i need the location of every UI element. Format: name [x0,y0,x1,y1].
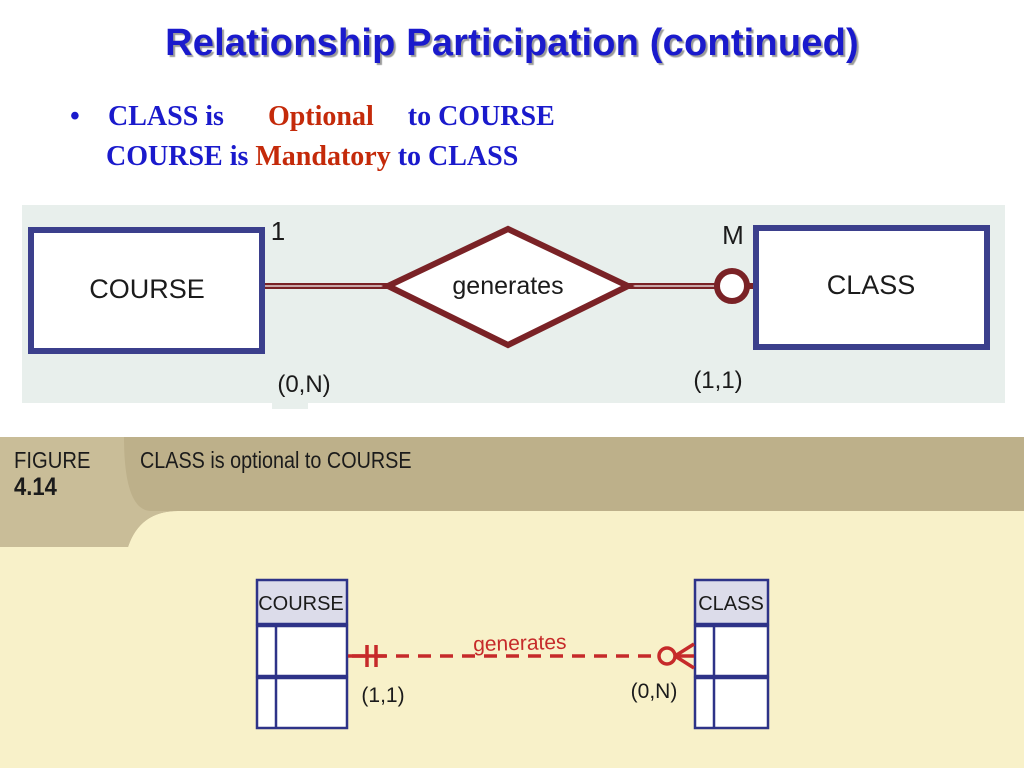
class-entity-box [753,225,990,350]
course-table-row-2 [255,676,349,730]
bullet-symbol: • [70,101,80,132]
crows-foot-bottom [674,654,695,670]
bullet-line-2: COURSE is Mandatory to CLASS [70,137,555,177]
bullet-line2-prefix: COURSE is [106,141,256,172]
course-table-label: COURSE [258,593,344,615]
class-table-header [693,578,770,626]
course-entity-label: COURSE [89,274,205,304]
chen-er-diagram: COURSE generates CLASS 1 M (0,N) (1,1) [22,205,1005,409]
crows-left-cardinality: (1,1) [361,684,404,707]
optional-circle-mark [657,646,677,666]
bullet-line1-suffix: to COURSE [407,101,555,132]
left-participation-label: (0,N) [277,371,330,398]
figure-label: FIGURE 4.14 [14,447,90,501]
left-cardinality-label: 1 [271,216,285,246]
class-table-label: CLASS [698,593,764,615]
figure-caption: CLASS is optional to COURSE [140,447,412,473]
crows-right-cardinality: (0,N) [631,680,678,703]
right-participation-label: (1,1) [693,367,742,394]
class-table-row-2 [693,676,770,730]
class-table-row-1 [693,624,770,678]
bullet-line1-prefix: CLASS is [108,101,224,132]
optional-participation-circle [714,268,750,304]
bullet-line2-highlight: Mandatory [255,141,391,172]
right-cardinality-label: M [722,220,744,250]
figure-number: 4.14 [14,473,57,501]
figure-label-text: FIGURE [14,447,91,473]
slide-title: Relationship Participation (continued) [165,22,859,64]
bullet-line1-highlight: Optional [267,101,374,132]
bullet-line2-suffix: to CLASS [390,141,519,172]
figure-panel: FIGURE 4.14 CLASS is optional to COURSE … [0,437,1024,768]
crows-foot-top [674,642,695,658]
crows-foot-diagram: COURSE CLASS generates (1,1) (0,N) [255,578,770,730]
chen-background-notch [272,403,308,409]
course-entity-box [28,227,265,354]
crows-relationship-label: generates [473,631,567,656]
course-table-header [255,578,349,626]
bullet-text: • CLASS is Optional to COURSE COURSE is … [70,97,555,177]
generates-relationship-diamond [381,225,635,349]
class-entity-label: CLASS [827,270,916,300]
course-table-row-1 [255,624,349,678]
bullet-line-1: • CLASS is Optional to COURSE [70,97,555,137]
figure-header-band [0,437,1024,547]
relationship-label: generates [452,272,563,300]
